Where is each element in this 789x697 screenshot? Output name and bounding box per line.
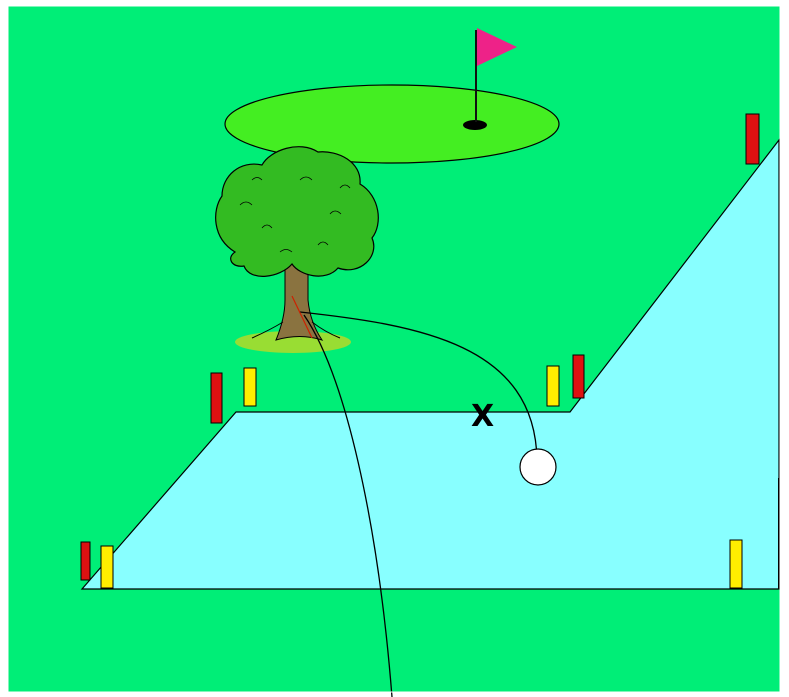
red-stake-icon	[746, 114, 759, 164]
yellow-stake-icon	[101, 546, 113, 588]
target-marker: X	[471, 399, 494, 434]
red-stake-icon	[573, 355, 584, 398]
yellow-stake-icon	[244, 368, 256, 406]
yellow-stake-icon	[730, 540, 742, 588]
red-stake-icon	[81, 542, 90, 580]
yellow-stake-icon	[547, 366, 559, 406]
putting-green	[225, 85, 559, 163]
golf-ball-icon[interactable]	[520, 449, 556, 485]
red-stake-icon	[211, 373, 222, 423]
